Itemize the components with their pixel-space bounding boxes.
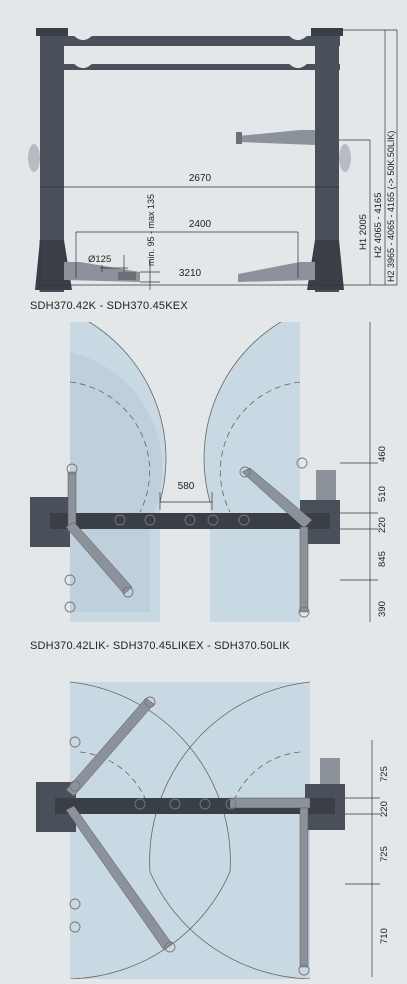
right-arm-lower bbox=[299, 526, 309, 613]
dim-pad-height: min. 95 - max 135 bbox=[146, 194, 156, 266]
caption-plan-2: SDH370.42LIK- SDH370.45LIKEX - SDH370.50… bbox=[30, 640, 290, 652]
dim-710: 710 bbox=[379, 928, 390, 944]
left-arm-lower-plan2 bbox=[65, 805, 173, 951]
dim-460: 460 bbox=[377, 446, 388, 462]
dim-h2-alt: H2 3965 - 4065 - 4165 (-> 50K.50LIK) bbox=[386, 131, 396, 282]
dim-3210: 3210 bbox=[179, 268, 202, 279]
dim-510: 510 bbox=[377, 486, 388, 502]
plan-view-2: 725 220 725 710 bbox=[0, 662, 407, 980]
dim-725-top: 725 bbox=[379, 766, 390, 782]
left-arm-upper-plan2 bbox=[65, 697, 155, 797]
caption-plan-1: SDH370.42K - SDH370.45KEX bbox=[30, 300, 188, 312]
dim-pad-diameter: Ø125 bbox=[88, 254, 111, 265]
lowered-arm-right bbox=[238, 262, 315, 282]
dim-725-lower: 725 bbox=[379, 846, 390, 862]
left-arm-lower bbox=[65, 521, 133, 595]
raised-arm bbox=[238, 130, 315, 145]
top-crossbeam bbox=[40, 36, 340, 46]
dim-2400: 2400 bbox=[189, 219, 212, 230]
dim-h2-std: H2 4065 - 4165 bbox=[373, 193, 384, 259]
right-column-base bbox=[307, 240, 344, 290]
left-column-base bbox=[35, 240, 72, 290]
plan-view-1: 580 460 510 220 845 390 bbox=[0, 301, 407, 632]
dim-220-plan1: 220 bbox=[377, 517, 388, 533]
right-arm-upper-plan2 bbox=[229, 797, 311, 809]
right-arm-lower-plan2 bbox=[299, 807, 309, 968]
dim-2670: 2670 bbox=[189, 173, 212, 184]
right-arm-upper bbox=[241, 467, 313, 529]
dim-580: 580 bbox=[178, 481, 195, 492]
dim-390: 390 bbox=[377, 601, 388, 617]
dim-h1: H1 2005 bbox=[358, 214, 369, 250]
front-view-diagram: 2670 2400 3210 Ø125 min. 95 - max 135 H1… bbox=[0, 0, 407, 292]
dim-220-plan2: 220 bbox=[379, 801, 390, 817]
sweep-area bbox=[70, 682, 310, 979]
dim-845: 845 bbox=[377, 551, 388, 567]
